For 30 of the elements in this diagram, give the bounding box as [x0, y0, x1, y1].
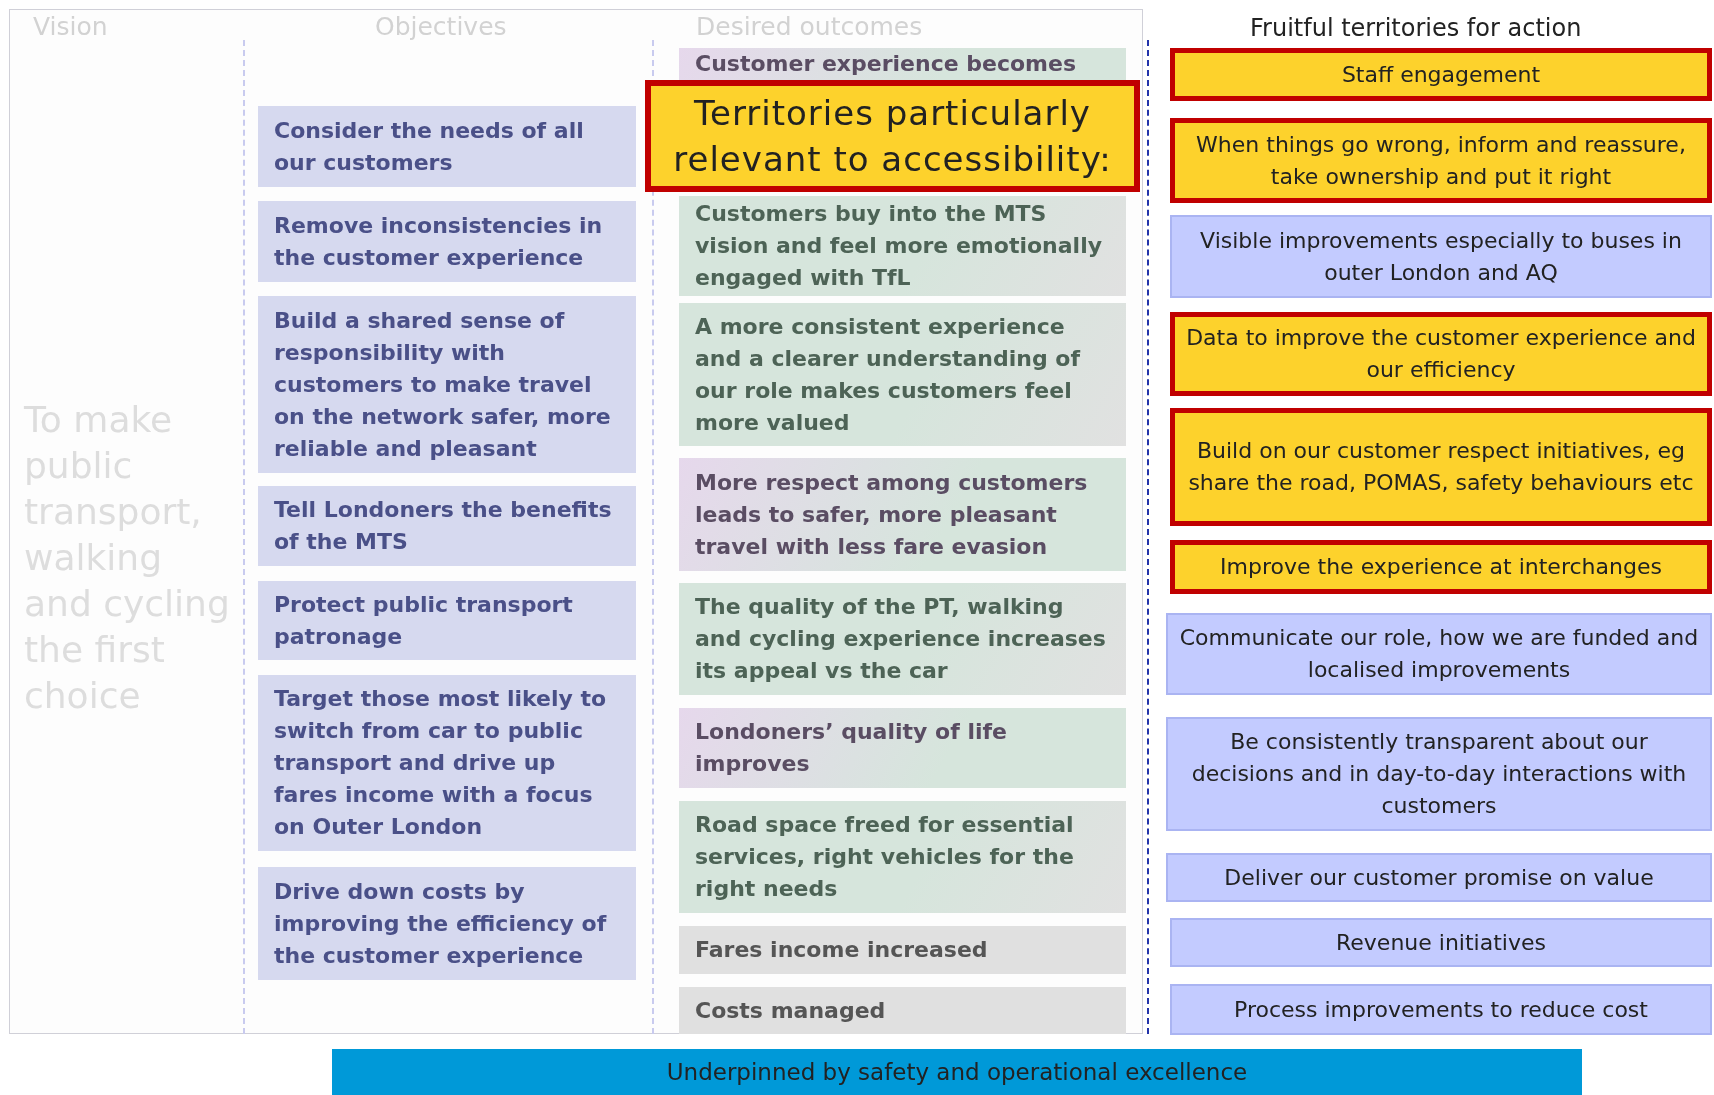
- outcome-box: Road space freed for essential services, right vehicles for the right needs: [679, 801, 1126, 913]
- action-box: When things go wrong, inform and reassure, take ownership and put it right: [1170, 118, 1712, 203]
- action-box: Visible improvements especially to buses in outer London and AQ: [1170, 215, 1712, 298]
- action-box: Deliver our customer promise on value: [1166, 853, 1712, 902]
- objective-box: Target those most likely to switch from car to public transport and drive up fares income with a focus on Outer London: [258, 675, 636, 851]
- action-box: Revenue initiatives: [1170, 918, 1712, 967]
- action-box: Communicate our role, how we are funded and localised improvements: [1166, 613, 1712, 695]
- action-box: Build on our customer respect initiatives, eg share the road, POMAS, safety behaviours etc: [1170, 408, 1712, 526]
- column-heading: Fruitful territories for action: [1250, 14, 1582, 42]
- objective-box: Build a shared sense of responsibility with customers to make travel on the network safer, more reliable and pleasant: [258, 296, 636, 473]
- outcome-box: Customer experience becomes: [679, 48, 1126, 80]
- action-box: Data to improve the customer experience and our efficiency: [1170, 312, 1712, 396]
- outcome-box: Customers buy into the MTS vision and feel more emotionally engaged with TfL: [679, 196, 1126, 296]
- outcome-box: Costs managed: [679, 987, 1126, 1034]
- outcome-box: More respect among customers leads to safer, more pleasant travel with less fare evasion: [679, 458, 1126, 571]
- outcome-box: Fares income increased: [679, 926, 1126, 974]
- objective-box: Drive down costs by improving the efficiency of the customer experience: [258, 867, 636, 980]
- objective-box: Remove inconsistencies in the customer experience: [258, 201, 636, 282]
- objective-box: Consider the needs of all our customers: [258, 106, 636, 187]
- banner: Underpinned by safety and operational excellence: [332, 1049, 1582, 1095]
- objective-box: Protect public transport patronage: [258, 581, 636, 660]
- action-box: Be consistently transparent about our decisions and in day-to-day interactions with customers: [1166, 717, 1712, 831]
- action-box: Staff engagement: [1170, 48, 1712, 101]
- callout-box: Territories particularly relevant to accessibility:: [645, 80, 1140, 192]
- objective-box: Tell Londoners the benefits of the MTS: [258, 486, 636, 566]
- action-box: Process improvements to reduce cost: [1170, 984, 1712, 1035]
- outcome-box: A more consistent experience and a clearer understanding of our role makes customers feel more valued: [679, 303, 1126, 446]
- outcome-box: Londoners’ quality of life improves: [679, 708, 1126, 788]
- outcome-box: The quality of the PT, walking and cycling experience increases its appeal vs the car: [679, 583, 1126, 695]
- action-box: Improve the experience at interchanges: [1170, 540, 1712, 594]
